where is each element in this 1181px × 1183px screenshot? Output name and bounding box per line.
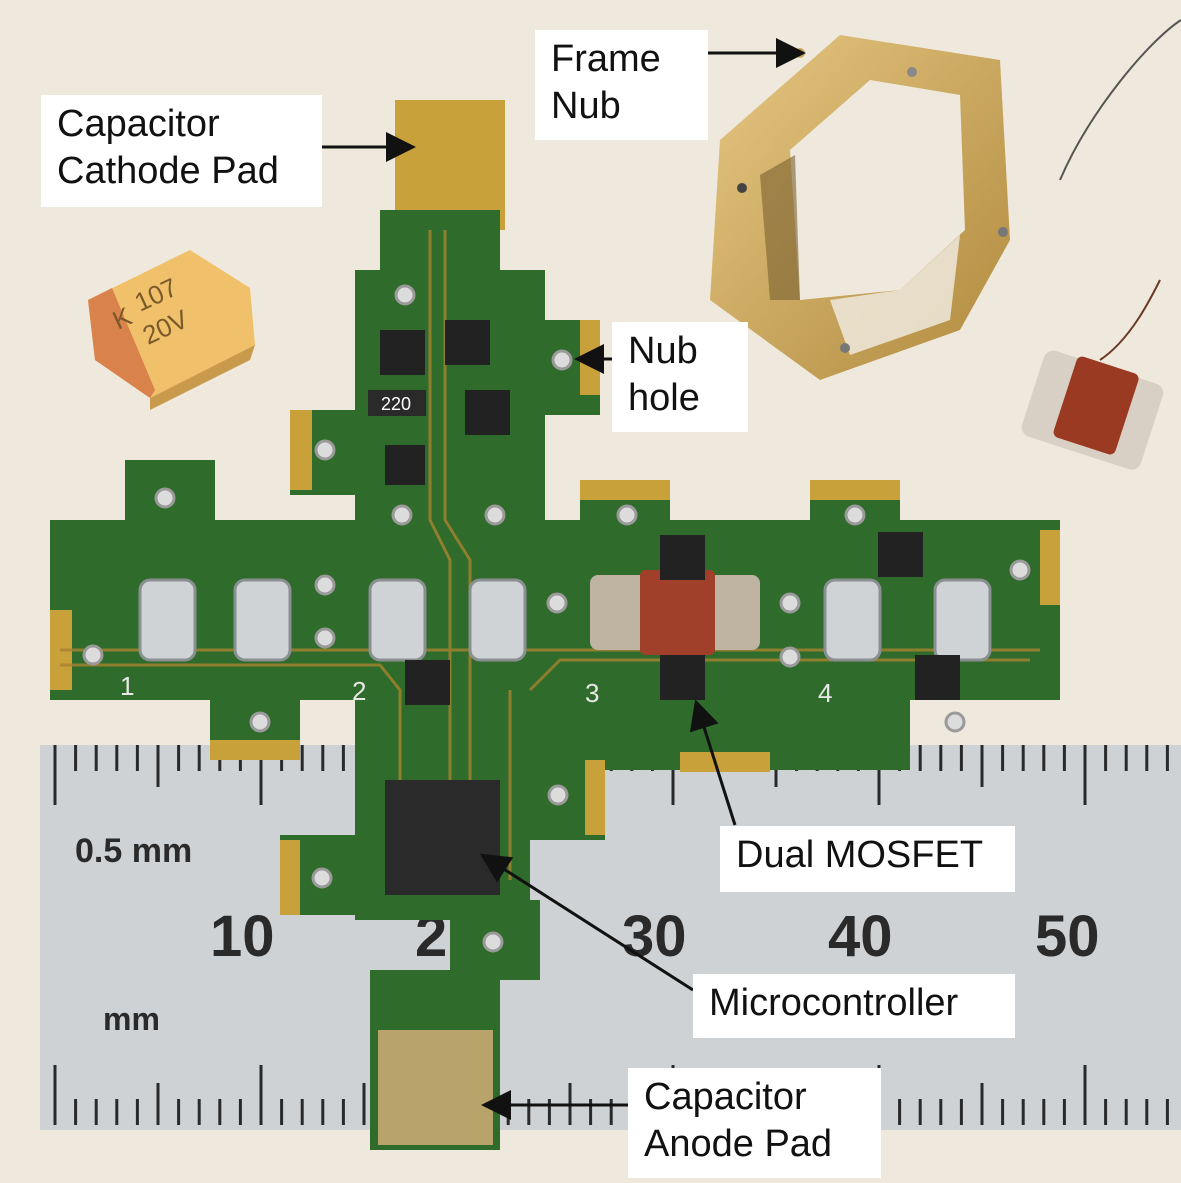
- ruler-unit-label: mm: [103, 1001, 160, 1037]
- label-microcontroller: Microcontroller: [693, 974, 1015, 1038]
- gold-frame-cube: [710, 35, 1010, 380]
- microcontroller-chip: [385, 780, 500, 895]
- label-line: Capacitor: [644, 1076, 807, 1118]
- ruler-number-10: 10: [210, 904, 275, 969]
- label-line: Anode Pad: [644, 1123, 833, 1165]
- pcb-board: 220 1 2 3 4: [50, 100, 1060, 1150]
- label-dual-mosfet: Dual MOSFET: [720, 826, 1015, 892]
- label-line: Dual MOSFET: [736, 834, 984, 876]
- label-frame-nub: Frame Nub: [535, 30, 708, 140]
- label-capacitor-cathode-pad: Capacitor Cathode Pad: [41, 95, 322, 207]
- tantalum-capacitor: 107 20V K: [88, 250, 255, 410]
- label-capacitor-anode-pad: Capacitor Anode Pad: [628, 1068, 881, 1178]
- wire-wound-inductor: [1021, 19, 1181, 470]
- label-line: Microcontroller: [709, 982, 959, 1024]
- label-line: Capacitor: [57, 103, 220, 145]
- label-line: Nub: [551, 85, 621, 127]
- label-line: Frame: [551, 38, 661, 80]
- label-line: hole: [628, 377, 700, 419]
- annotation-arrows: [322, 38, 806, 1120]
- label-nub-hole: Nub hole: [612, 322, 748, 432]
- ruler-number-40: 40: [828, 904, 893, 969]
- ruler-number-50: 50: [1035, 904, 1100, 969]
- label-line: Cathode Pad: [57, 150, 279, 192]
- channel-number-3: 3: [585, 678, 599, 708]
- channel-number-2: 2: [352, 676, 366, 706]
- label-line: Nub: [628, 330, 698, 372]
- arrow-icon: [479, 853, 694, 992]
- resistor-marking: 220: [381, 394, 411, 414]
- channel-number-1: 1: [120, 671, 134, 701]
- ruler-number-30: 30: [622, 904, 687, 969]
- channel-number-4: 4: [818, 678, 832, 708]
- ruler-scale-label: 0.5 mm: [75, 832, 192, 870]
- arrow-icon: [689, 699, 737, 826]
